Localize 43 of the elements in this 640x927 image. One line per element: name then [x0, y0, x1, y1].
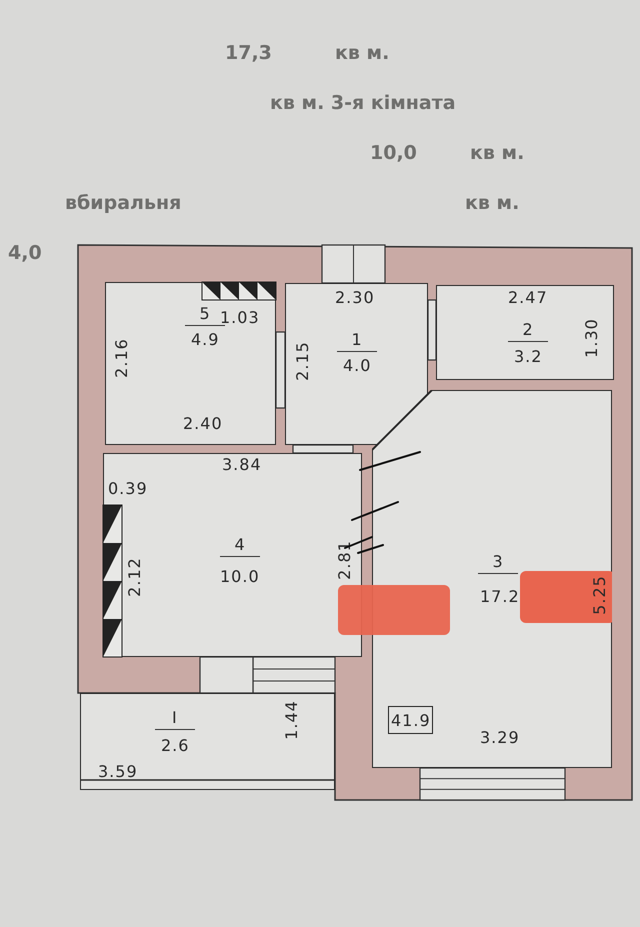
- dimension-label: 1.03: [220, 309, 260, 327]
- room-area: 4.9: [191, 331, 220, 349]
- room-outline: [103, 453, 362, 657]
- room-outline: [105, 282, 276, 445]
- dimension-label: 2.16: [112, 338, 131, 378]
- dimension-label: 2.12: [126, 557, 144, 597]
- room-number: 4: [234, 536, 246, 554]
- form-text: 4,0: [8, 242, 42, 264]
- dimension-label: 3.29: [480, 729, 520, 747]
- total-area: 41.9: [391, 712, 431, 730]
- room-outline: [285, 283, 428, 445]
- form-text: вбиральня: [65, 192, 182, 214]
- dimension-label: 2.30: [335, 289, 375, 307]
- room-number: 3: [492, 553, 504, 571]
- room-outline: [436, 285, 614, 380]
- area-box: [388, 706, 433, 734]
- room-number: 2: [522, 321, 534, 339]
- room-area: 3.2: [514, 348, 542, 366]
- dimension-label: 0.39: [108, 480, 148, 498]
- room-number: I: [172, 709, 178, 727]
- dimension-label: 2.81: [336, 540, 354, 580]
- dimension-label: 1.30: [582, 318, 601, 358]
- dimension-label: 1.44: [282, 700, 301, 740]
- dimension-label: 3.59: [98, 763, 138, 781]
- room-area: 17.2: [480, 588, 520, 606]
- form-text: 10,0: [370, 142, 417, 164]
- room-number: 5: [200, 305, 211, 323]
- room-area: 10.0: [220, 568, 260, 586]
- dimension-label: 2.40: [183, 415, 223, 433]
- room-number: 1: [352, 331, 363, 349]
- form-text: кв м. 3-я кімната: [270, 92, 456, 114]
- room-outline: [80, 693, 335, 790]
- room-area: 2.6: [161, 737, 190, 755]
- dimension-label: 3.84: [222, 456, 262, 474]
- form-text: кв м.: [335, 42, 390, 64]
- room-outline: [372, 390, 612, 768]
- dimension-label: 2.15: [294, 341, 312, 381]
- form-text: кв м.: [465, 192, 520, 214]
- room-area: 4.0: [343, 357, 372, 375]
- dimension-label: 2.47: [508, 289, 548, 307]
- form-text: кв м.: [470, 142, 524, 164]
- form-text: 17,3: [225, 42, 272, 64]
- dimension-label: 5.25: [590, 575, 609, 615]
